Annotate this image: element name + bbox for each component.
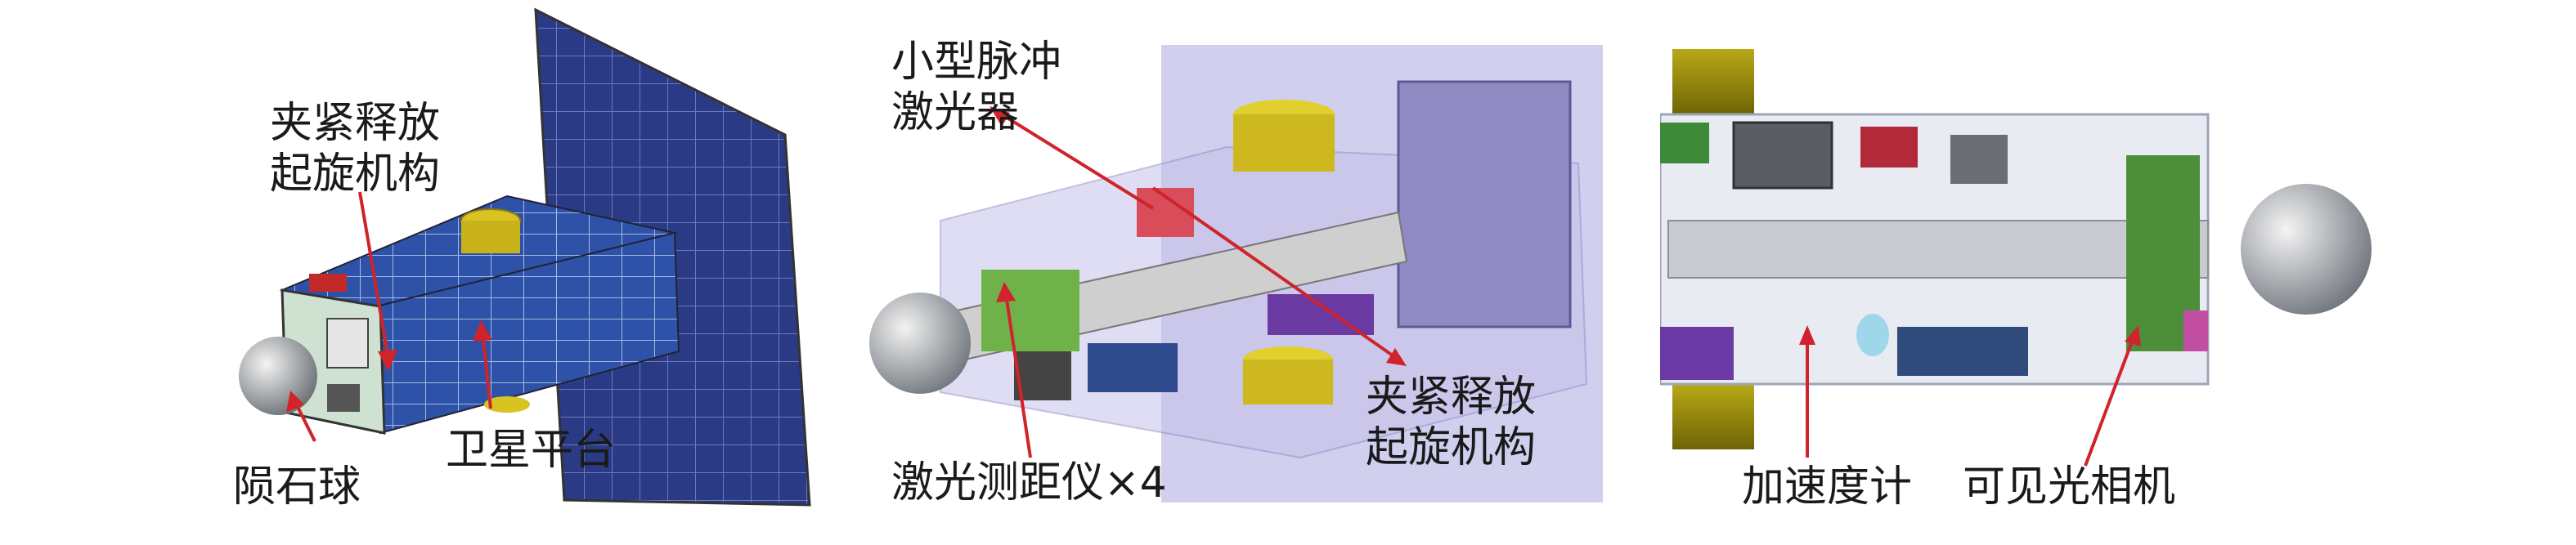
blue-board — [1897, 327, 2028, 376]
panel-top-view: 加速度计 可见光相机 — [1660, 0, 2576, 545]
label-line-2: 激光器 — [891, 88, 1020, 137]
internal-layout-illustration — [869, 45, 1603, 503]
long-beam — [1667, 220, 2209, 279]
arrow-laser-rangefinder — [1004, 293, 1032, 458]
motor-block — [1397, 80, 1572, 328]
gray-actuator — [1732, 121, 1833, 190]
arrowhead-laser-rangefinder — [996, 282, 1016, 302]
label-meteorite-ball: 陨石球 — [233, 462, 361, 511]
arrow-pulse-laser — [1000, 113, 1155, 210]
accelerometer-part — [1856, 314, 1889, 356]
arrow-visible-camera — [2084, 334, 2136, 467]
label-clamp-release-mechanism: 夹紧释放 起旋机构 — [270, 98, 440, 199]
arrowhead-meteorite-ball — [286, 391, 304, 413]
bottom-cylinder — [484, 396, 530, 413]
label-line-1: 夹紧释放 — [270, 99, 441, 148]
meteorite-sphere — [869, 293, 971, 394]
top-cylinder-body — [461, 221, 520, 253]
top-view-illustration — [1660, 49, 2372, 467]
gray-box — [1950, 135, 2008, 184]
arrowhead-clamp-release-2 — [1386, 348, 1407, 366]
satellite-overview-illustration — [239, 7, 811, 507]
arrowhead-pulse-laser — [990, 106, 1010, 127]
bottom-gold-cylinder — [1672, 384, 1754, 449]
arrowhead-satellite-platform — [473, 320, 492, 342]
purple-module — [1660, 327, 1734, 380]
label-line-2: 起旋机构 — [270, 150, 441, 199]
blue-box — [1088, 343, 1178, 392]
meteorite-sphere — [2241, 184, 2372, 315]
top-gold-cylinder — [1672, 49, 1754, 114]
bottom-gold-cylinder-body — [1243, 360, 1333, 404]
rangefinder-box — [1014, 351, 1071, 400]
arrow-clamp-release-2 — [1151, 186, 1400, 361]
label-line-2: 起旋机构 — [1366, 423, 1537, 472]
purple-connector — [1268, 294, 1374, 335]
red-parts — [309, 274, 347, 292]
arrow-satellite-platform — [481, 330, 492, 409]
pink-camera — [2183, 310, 2208, 351]
green-board — [981, 270, 1079, 351]
label-accelerometer: 加速度计 — [1742, 462, 1913, 511]
arrow-clamp-release — [358, 191, 390, 360]
green-module-top — [1660, 123, 1709, 163]
top-gold-cylinder-body — [1233, 114, 1335, 172]
panel-internal-layout: 小型脉冲 激光器 夹紧释放 起旋机构 激光测距仪×4 — [842, 0, 1660, 545]
label-clamp-release-mechanism-2: 夹紧释放 起旋机构 — [1366, 372, 1536, 473]
arrowhead-visible-camera — [2125, 325, 2141, 346]
clamp-window — [326, 318, 369, 369]
meteorite-sphere — [239, 337, 317, 415]
camera-box — [327, 384, 360, 412]
label-line-1: 小型脉冲 — [891, 38, 1062, 87]
arrowhead-clamp-release — [378, 350, 397, 372]
label-satellite-platform: 卫星平台 — [446, 426, 617, 475]
red-heatsink-top — [1860, 127, 1918, 168]
label-visible-light-camera: 可见光相机 — [1963, 462, 2176, 511]
label-small-pulse-laser: 小型脉冲 激光器 — [891, 37, 1061, 138]
label-line-1: 夹紧释放 — [1366, 373, 1537, 422]
panel-satellite-overview: 夹紧释放 起旋机构 陨石球 卫星平台 — [0, 0, 842, 545]
label-laser-rangefinder: 激光测距仪×4 — [891, 458, 1167, 507]
arrowhead-accelerometer — [1799, 325, 1815, 345]
